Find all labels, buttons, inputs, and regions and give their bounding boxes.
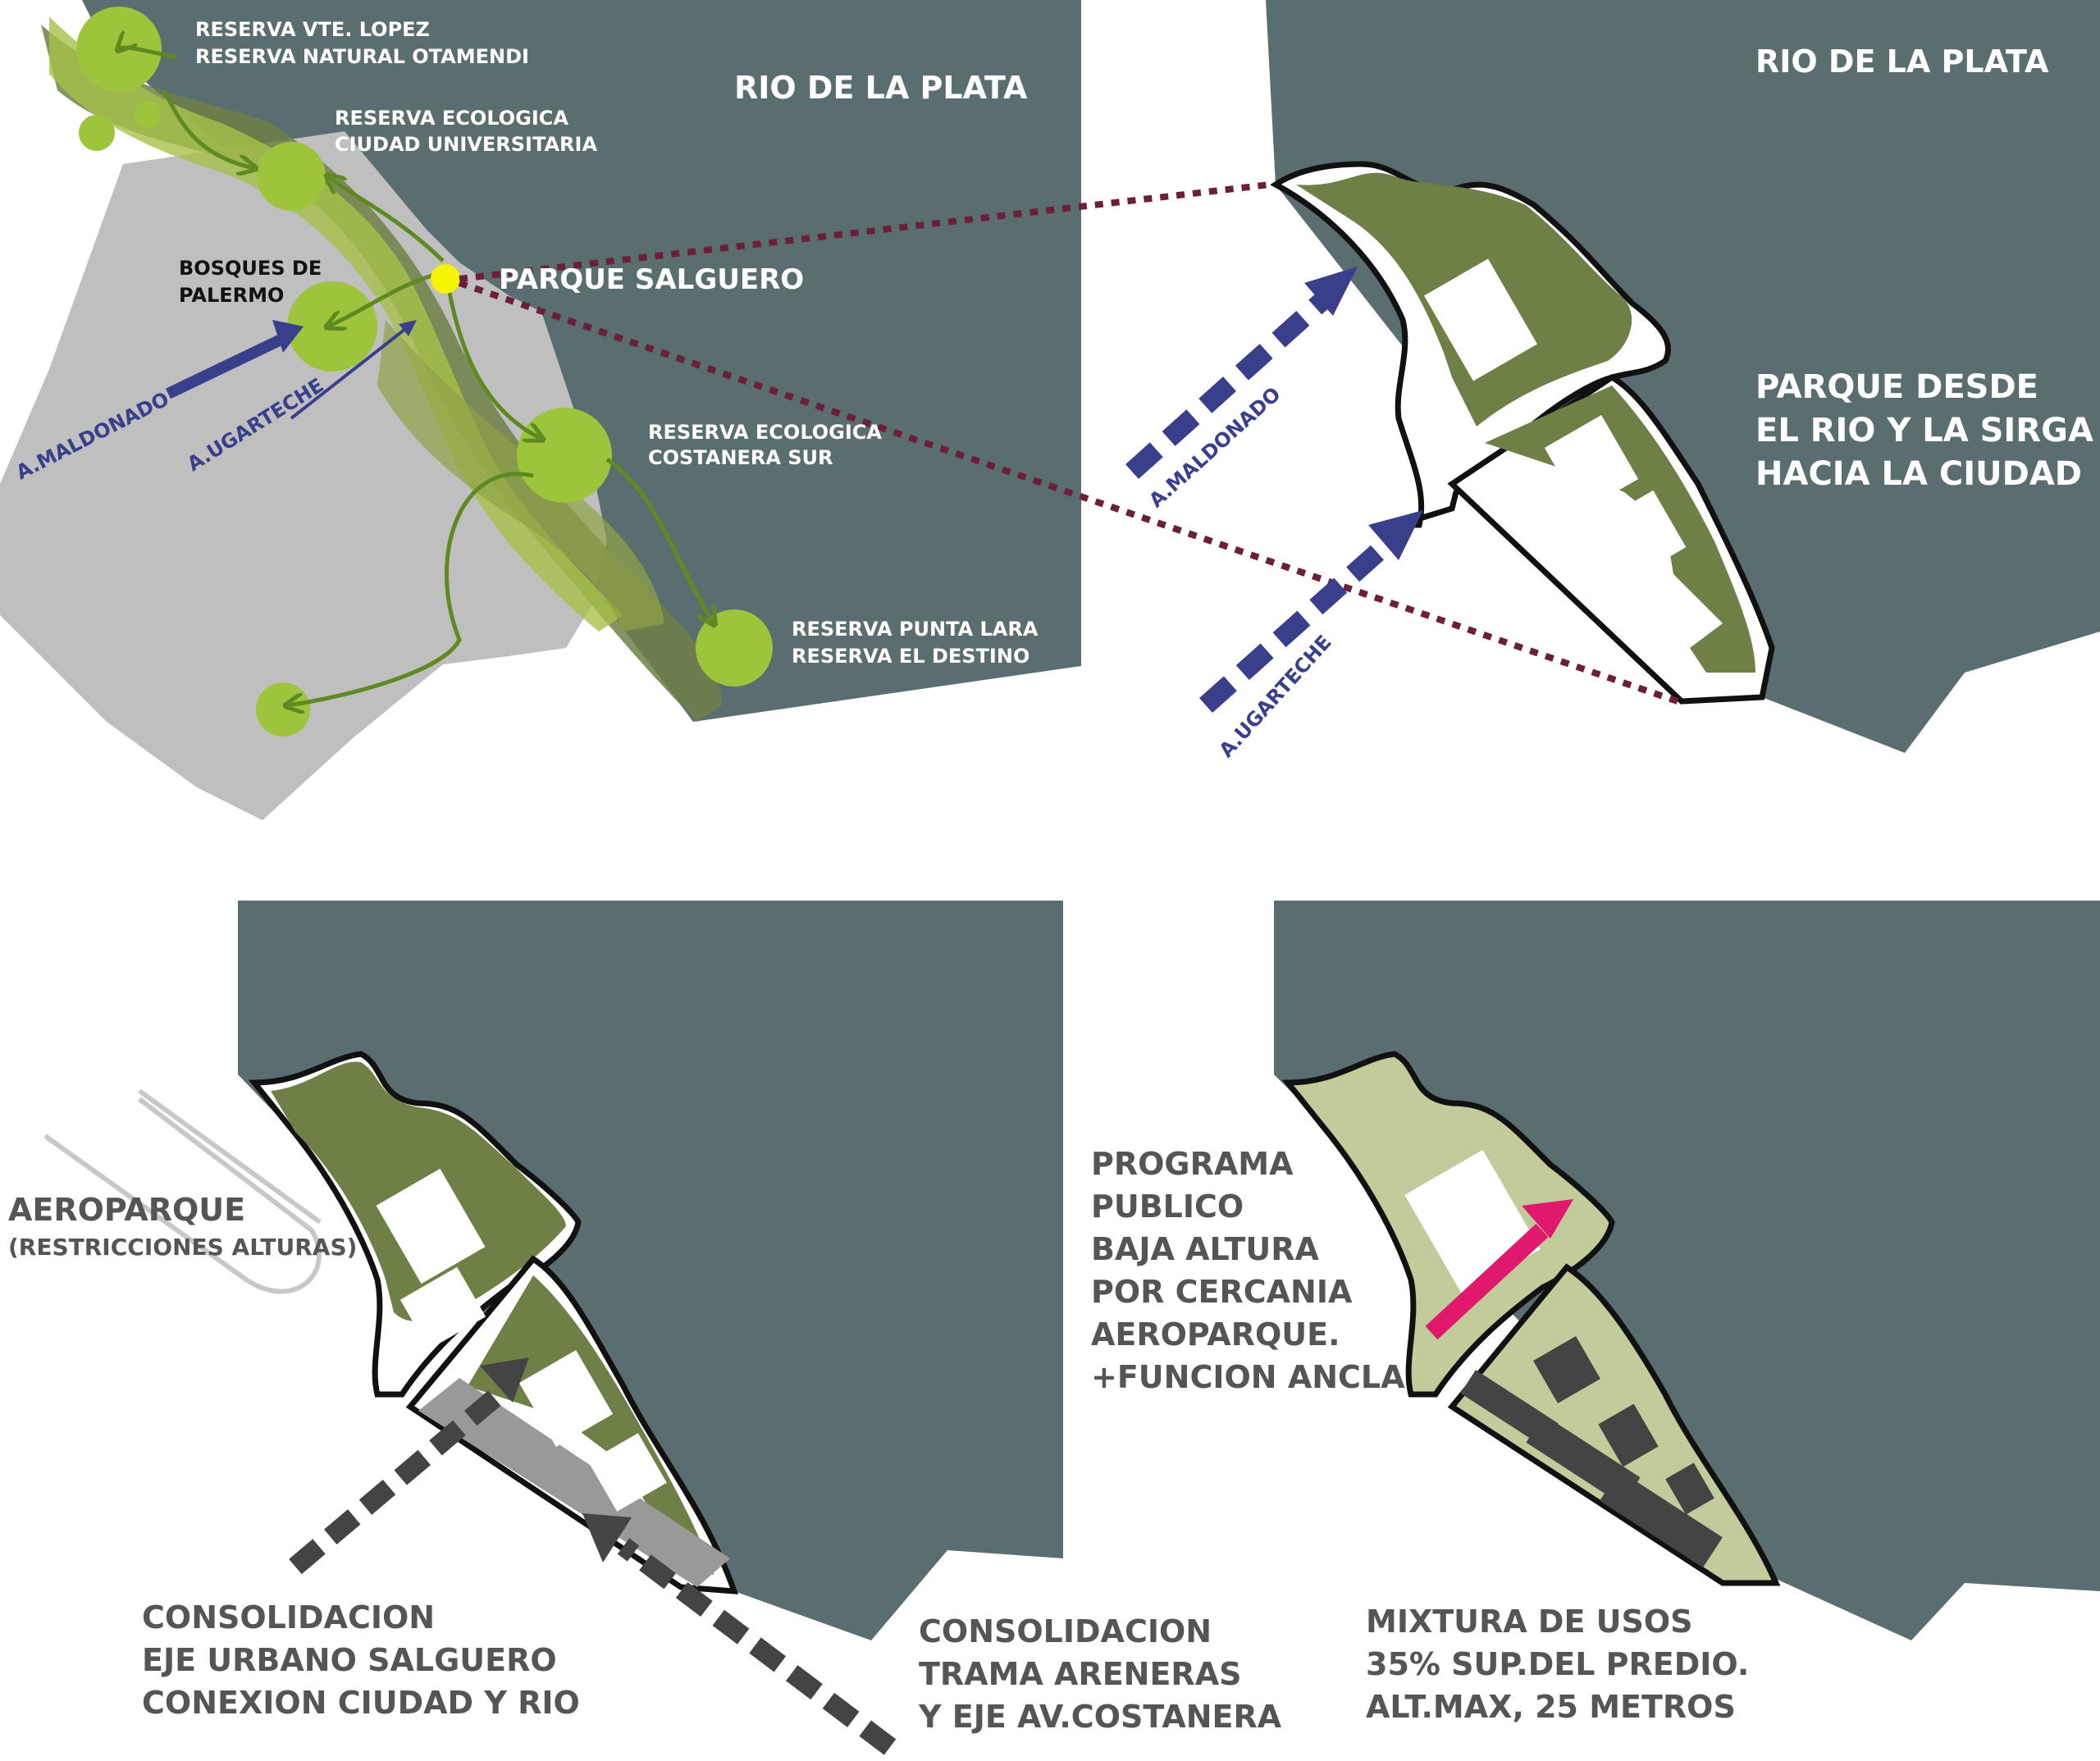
block-2-2 bbox=[1544, 415, 1639, 512]
river-label-1: RIO DE LA PLATA bbox=[734, 70, 1028, 106]
reserve-el-destino bbox=[256, 682, 310, 737]
reserve-punta-lara bbox=[696, 609, 773, 687]
pink-arrow bbox=[1425, 1199, 1573, 1340]
block-2-3 bbox=[399, 1266, 486, 1350]
consolidation-2-line1: CONSOLIDACION bbox=[919, 1613, 1212, 1649]
program-line4: POR CERCANIA bbox=[1091, 1274, 1353, 1310]
reserve-5-line1: RESERVA PUNTA LARA bbox=[792, 618, 1039, 641]
reserve-2-line2: CIUDAD UNIVERSITARIA bbox=[335, 133, 597, 156]
aeroparque-note: (RESTRICCIONES ALTURAS) bbox=[8, 1234, 357, 1261]
avenue-arrows-panel1 bbox=[165, 320, 417, 420]
panel2-title-line2: EL RIO Y LA SIRGA bbox=[1755, 412, 2093, 449]
reserve-5-line2: RESERVA EL DESTINO bbox=[792, 645, 1029, 668]
reserve-2-line1: RESERVA ECOLOGICA bbox=[335, 107, 568, 130]
consolidation-1-line1: CONSOLIDACION bbox=[142, 1599, 435, 1636]
mix-line2: 35% SUP.DEL PREDIO. bbox=[1366, 1646, 1749, 1682]
program-line6: +FUNCION ANCLA bbox=[1091, 1359, 1405, 1395]
consolidation-1-line2: EJE URBANO SALGUERO bbox=[142, 1642, 557, 1678]
block-1-3 bbox=[376, 1168, 486, 1284]
parque-salguero-marker bbox=[431, 264, 460, 294]
program-line5: AEROPARQUE. bbox=[1091, 1316, 1340, 1353]
river-area-4 bbox=[1274, 901, 2100, 1640]
parque-salguero-label: PARQUE SALGUERO bbox=[499, 263, 804, 296]
avenue-arrows-panel2 bbox=[1125, 267, 1423, 713]
reserve-3-line2: PALERMO bbox=[179, 284, 284, 307]
panel-consolidation bbox=[43, 901, 1063, 1755]
reserve-3-line1: BOSQUES DE bbox=[179, 257, 322, 280]
block-3-3 bbox=[518, 1350, 614, 1447]
dotted-link-bottom bbox=[458, 280, 1679, 705]
aeroparque-runway bbox=[43, 1088, 322, 1294]
panel2-title-line1: PARQUE DESDE bbox=[1755, 368, 2038, 406]
panel-park-from-river bbox=[458, 0, 2100, 753]
block-3-2 bbox=[1603, 490, 1687, 577]
program-line3: BAJA ALTURA bbox=[1091, 1231, 1320, 1267]
river-area-3 bbox=[238, 901, 1063, 1640]
aeroparque-title: AEROPARQUE bbox=[8, 1192, 245, 1228]
program-line2: PUBLICO bbox=[1091, 1188, 1244, 1225]
reserve-1-line2: RESERVA NATURAL OTAMENDI bbox=[195, 45, 529, 68]
reserve-4-line2: COSTANERA SUR bbox=[648, 446, 833, 469]
consolidation-axis bbox=[418, 1378, 730, 1587]
consolidation-2-line2: TRAMA ARENERAS bbox=[919, 1656, 1241, 1692]
gray-arrows-panel3 bbox=[289, 1357, 897, 1755]
consolidation-2-line3: Y EJE AV.COSTANERA bbox=[918, 1699, 1282, 1735]
mix-line3: ALT.MAX, 25 METROS bbox=[1366, 1689, 1736, 1725]
reserve-small-2 bbox=[135, 102, 161, 128]
reserve-1-line1: RESERVA VTE. LOPEZ bbox=[195, 18, 430, 41]
reserve-4-line1: RESERVA ECOLOGICA bbox=[648, 421, 882, 444]
reserve-ciudad-universitaria bbox=[257, 142, 326, 211]
panel-program-mix bbox=[1274, 901, 2100, 1640]
panel2-title-line3: HACIA LA CIUDAD bbox=[1755, 455, 2082, 493]
panel-regional-map bbox=[0, 0, 1081, 820]
consolidation-1-line3: CONEXION CIUDAD Y RIO bbox=[142, 1685, 580, 1721]
block-4-3 bbox=[588, 1433, 667, 1512]
reserve-costanera-sur bbox=[517, 408, 612, 503]
program-line1: PROGRAMA bbox=[1091, 1146, 1294, 1182]
block-1-2 bbox=[1424, 258, 1537, 381]
mixed-use-blocks bbox=[1460, 1336, 1723, 1568]
mix-line1: MIXTURA DE USOS bbox=[1366, 1604, 1693, 1640]
reserve-small-1 bbox=[79, 115, 115, 151]
green-connections bbox=[119, 48, 714, 705]
river-label-2: RIO DE LA PLATA bbox=[1755, 43, 2049, 80]
dotted-link-top bbox=[459, 181, 1271, 282]
avenue-ugarteche-label-2: A.UGARTECHE bbox=[1215, 631, 1336, 762]
